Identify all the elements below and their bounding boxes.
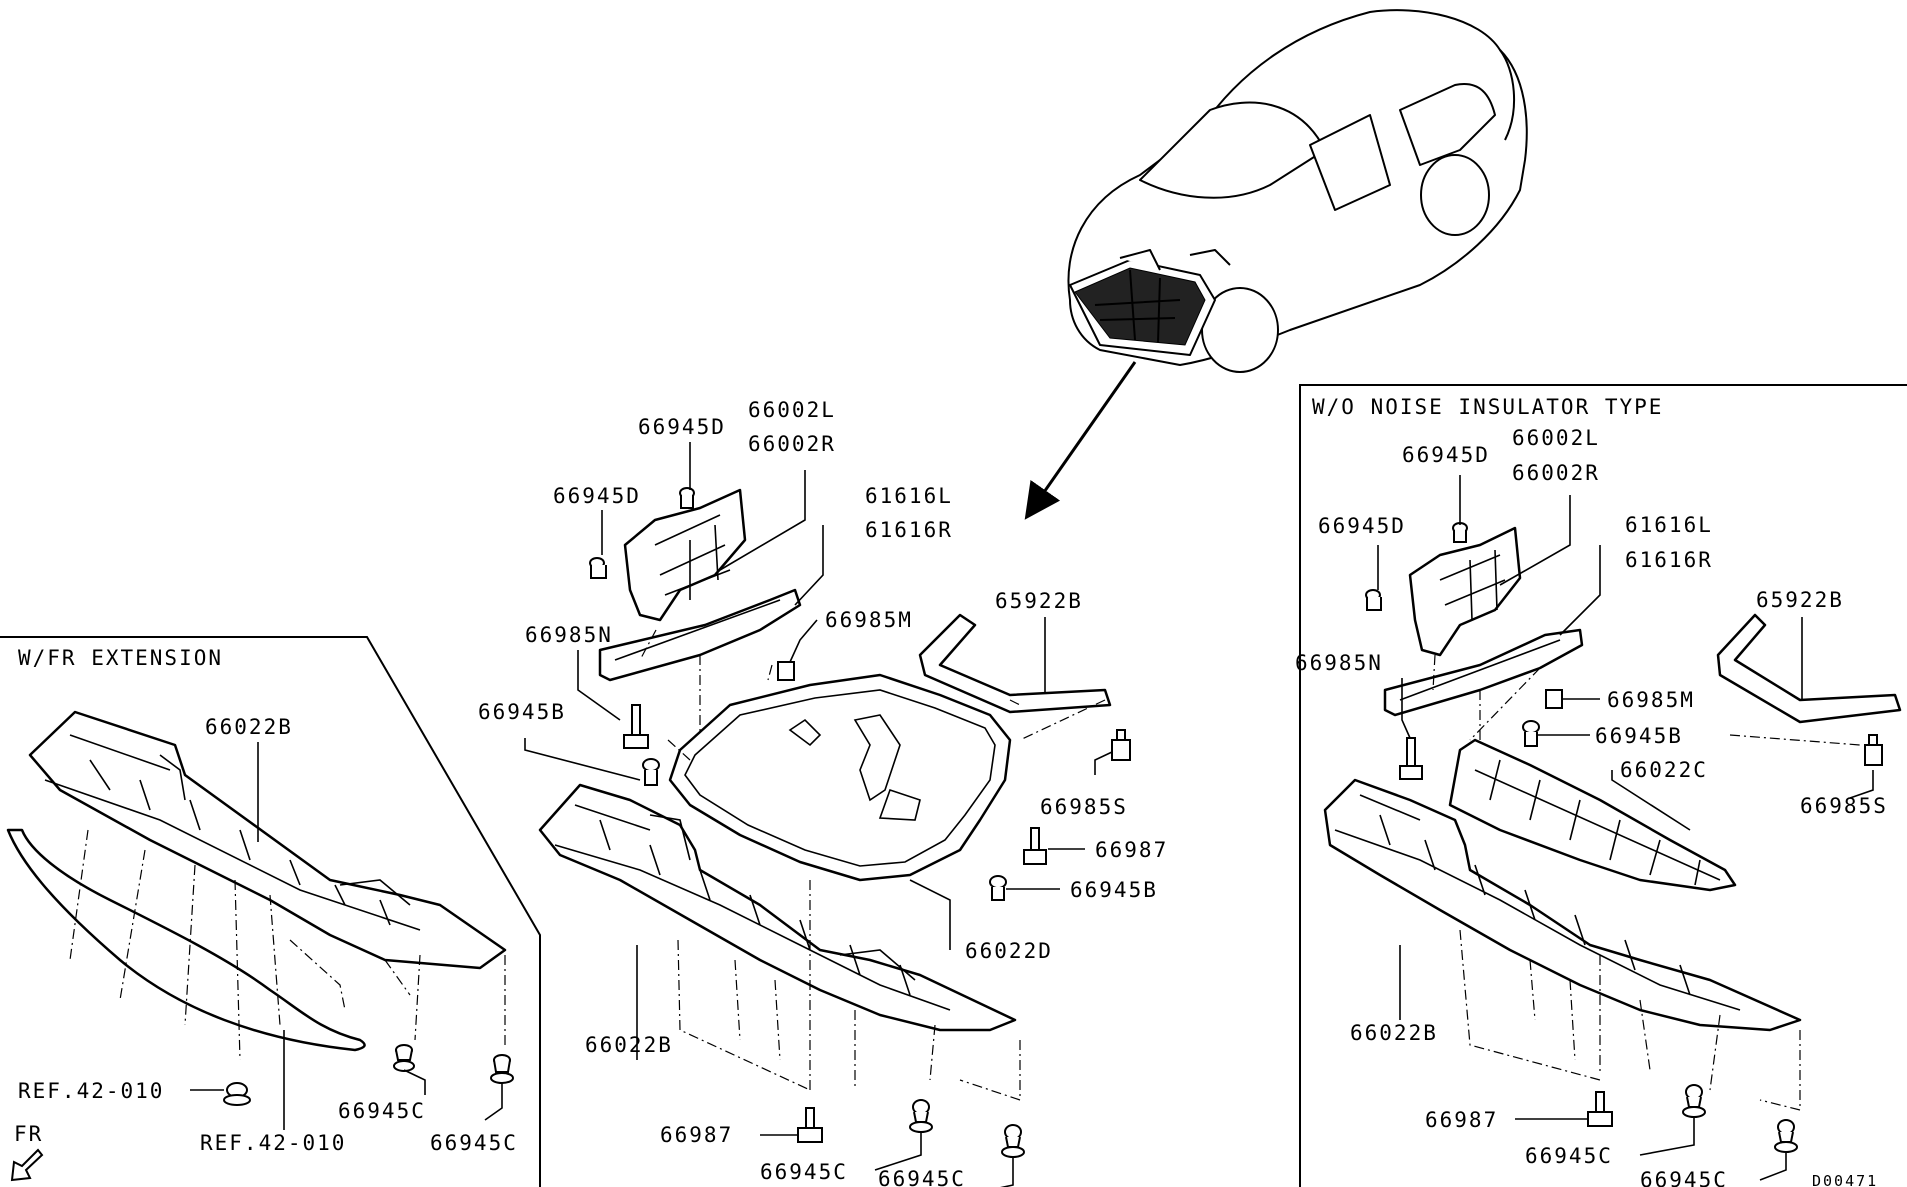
front-direction-icon bbox=[10, 1148, 44, 1182]
label-main-66002l: 66002L bbox=[748, 398, 836, 422]
bolt-66985s-right bbox=[1864, 734, 1883, 766]
undercover-66022c bbox=[1448, 738, 1737, 892]
label-right-66002l: 66002L bbox=[1512, 426, 1600, 450]
bolt-66987-main-b bbox=[797, 1107, 823, 1143]
splash-shield-66002-right bbox=[1408, 526, 1522, 657]
label-main-66945b-a: 66945B bbox=[478, 700, 566, 724]
label-main-66985s: 66985S bbox=[1040, 795, 1128, 819]
bolt-66987-right bbox=[1587, 1091, 1613, 1127]
vehicle-illustration bbox=[1067, 9, 1528, 373]
diagram-code: D00471 bbox=[1812, 1172, 1878, 1187]
location-arrow bbox=[1024, 361, 1137, 520]
clip-66945c-right-a bbox=[1682, 1084, 1706, 1118]
inset-title-fr-extension: W/FR EXTENSION bbox=[18, 646, 223, 670]
label-right-66985m: 66985M bbox=[1607, 688, 1695, 712]
crossmember-61616-right bbox=[1383, 628, 1584, 717]
label-main-66945d-a: 66945D bbox=[638, 415, 726, 439]
bracket-65922b-right bbox=[1716, 613, 1902, 724]
label-main-66987-b: 66987 bbox=[660, 1123, 733, 1147]
label-right-66945c-a: 66945C bbox=[1525, 1144, 1613, 1168]
label-left-ref-b: REF.42-010 bbox=[200, 1131, 346, 1155]
bolt-66987-main-a bbox=[1023, 827, 1047, 865]
direction-label: FR bbox=[14, 1122, 43, 1146]
inset-noise-insulator: W/O NOISE INSULATOR TYPE bbox=[1295, 384, 1907, 1187]
clip-ref-left bbox=[223, 1082, 251, 1106]
inset-title-noise-insulator: W/O NOISE INSULATOR TYPE bbox=[1312, 395, 1663, 419]
label-right-65922b: 65922B bbox=[1756, 588, 1844, 612]
label-right-66002r: 66002R bbox=[1512, 461, 1600, 485]
label-main-61616r: 61616R bbox=[865, 518, 953, 542]
label-main-66945b-b: 66945B bbox=[1070, 878, 1158, 902]
label-main-65922b: 65922B bbox=[995, 589, 1083, 613]
label-main-66945c-b: 66945C bbox=[878, 1167, 966, 1187]
label-main-66002r: 66002R bbox=[748, 432, 836, 456]
bolt-66945d-right-a bbox=[1452, 522, 1468, 543]
bolt-66985n-main bbox=[623, 704, 649, 749]
label-main-66985n: 66985N bbox=[525, 623, 613, 647]
label-main-66945d-b: 66945D bbox=[553, 484, 641, 508]
clip-66945c-left-b bbox=[490, 1054, 514, 1084]
bolt-66985m-main bbox=[777, 661, 795, 681]
splash-shield-66002 bbox=[623, 488, 747, 622]
inset-fr-extension: W/FR EXTENSION 66022B REF. bbox=[0, 636, 541, 1187]
fr-extension-lip bbox=[6, 828, 366, 1052]
label-right-61616l: 61616L bbox=[1625, 513, 1713, 537]
bolt-66945d-right-b bbox=[1365, 589, 1382, 611]
crossmember-61616 bbox=[598, 588, 802, 682]
label-main-66987-a: 66987 bbox=[1095, 838, 1168, 862]
label-left-66945c-a: 66945C bbox=[338, 1099, 426, 1123]
label-right-66985n: 66985N bbox=[1295, 651, 1383, 675]
label-right-61616r: 61616R bbox=[1625, 548, 1713, 572]
clip-66945b-main-b bbox=[989, 875, 1007, 901]
clip-66945b-right bbox=[1522, 720, 1540, 747]
label-right-66945d-a: 66945D bbox=[1402, 443, 1490, 467]
clip-66945c-main-a bbox=[909, 1099, 933, 1133]
bolt-66985n-right bbox=[1399, 737, 1423, 780]
label-left-66022b: 66022B bbox=[205, 715, 293, 739]
label-right-66022b: 66022B bbox=[1350, 1021, 1438, 1045]
label-left-66945c-b: 66945C bbox=[430, 1131, 518, 1155]
clip-66945c-right-b bbox=[1774, 1119, 1798, 1153]
label-right-66985s: 66985S bbox=[1800, 794, 1888, 818]
bracket-65922b bbox=[918, 613, 1112, 714]
label-main-61616l: 61616L bbox=[865, 484, 953, 508]
clip-66945c-main-b bbox=[1001, 1124, 1025, 1158]
label-right-66022c: 66022C bbox=[1620, 758, 1708, 782]
label-right-66945d-b: 66945D bbox=[1318, 514, 1406, 538]
bolt-66985s-main bbox=[1111, 729, 1131, 761]
label-main-66945c-a: 66945C bbox=[760, 1160, 848, 1184]
label-main-66985m: 66985M bbox=[825, 608, 913, 632]
bolt-66985m-right bbox=[1545, 689, 1563, 709]
bolt-66945d-main-b bbox=[589, 557, 607, 579]
label-right-66945b: 66945B bbox=[1595, 724, 1683, 748]
undercover-66022b-right bbox=[1323, 778, 1802, 1032]
undercover-66022b-left bbox=[28, 710, 507, 970]
label-main-66022b: 66022B bbox=[585, 1033, 673, 1057]
label-left-ref-a: REF.42-010 bbox=[18, 1079, 164, 1103]
clip-66945b-main-a bbox=[642, 758, 660, 786]
main-assembly: 66945D 66945D 66002L 66002R 61616L 61616… bbox=[478, 398, 1168, 1187]
undercover-66022d bbox=[668, 673, 1012, 882]
bolt-66945d-main-a bbox=[679, 487, 695, 509]
clip-66945c-left-a bbox=[393, 1044, 415, 1072]
label-right-66987: 66987 bbox=[1425, 1108, 1498, 1132]
label-main-66022d: 66022D bbox=[965, 939, 1053, 963]
label-right-66945c-b: 66945C bbox=[1640, 1168, 1728, 1187]
